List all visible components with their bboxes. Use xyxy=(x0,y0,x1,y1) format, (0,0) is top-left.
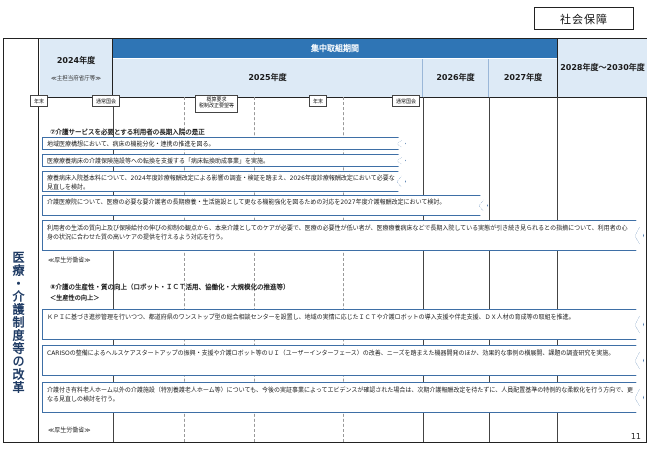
page-number: 11 xyxy=(630,432,641,441)
section-7-item: 地域医療構想において、病床の機能分化・連携の推進を図る。 xyxy=(42,137,406,150)
section-7-item: 療養病床入院基本料について、2024年度診療報酬改定による影響の調査・検証を踏ま… xyxy=(42,171,406,192)
column-divider xyxy=(184,97,185,442)
milestone-budget-line2: 税制改正要望等 xyxy=(199,103,235,109)
section-7-item: 医療療養病床の介護保険施設等への転換を支援する「病床転換助成事業」を実施。 xyxy=(42,154,406,167)
section-8-item: CARISOの整備によるヘルスケアスタートアップの振興・支援や介護ロボット等のＵ… xyxy=(42,345,644,376)
column-divider xyxy=(254,97,255,442)
column-divider xyxy=(489,97,490,442)
column-divider xyxy=(423,97,424,442)
header-2024-year: 2024年度 xyxy=(56,55,96,65)
column-divider xyxy=(113,97,114,442)
side-title: 医療・介護制度等の改革 xyxy=(11,251,25,394)
section-7-title: ⑦介護サービスを必要とする利用者の長期入院の是正 xyxy=(50,128,205,136)
roadmap-table: 医療・介護制度等の改革 2024年度 ≪主担当府省庁等≫ 集中取組期間 2025… xyxy=(3,38,647,443)
category-badge: 社会保障 xyxy=(534,7,634,30)
section-7-item: 利用者の生活の質向上及び保険給付の伸びの抑制の観点から、本来介護としてのケアが必… xyxy=(42,220,644,251)
header-2026: 2026年度 xyxy=(423,59,489,97)
side-column: 医療・介護制度等の改革 xyxy=(4,39,39,442)
header-2028-2030: 2028年度～2030年度 xyxy=(557,39,647,97)
milestone-budget-request: 概算要求 税制改正要望等 xyxy=(195,95,239,113)
section-7-item: 介護医療院について、医療の必要な要介護者の長期療養・生活施設として更なる機能強化… xyxy=(42,195,488,216)
section-8-title: ⑧介護の生産性・質の向上（ロボット・ＩＣＴ活用、協働化・大規模化の推進等） xyxy=(50,283,290,291)
column-divider xyxy=(557,97,558,442)
section-7-source: ≪厚生労働省≫ xyxy=(48,257,91,264)
milestone-budget-line1: 概算要求 xyxy=(206,97,227,104)
header-2024: 2024年度 ≪主担当府省庁等≫ xyxy=(40,39,113,97)
header-focus-period: 集中取組期間 xyxy=(113,39,557,59)
milestone-diet-session: 通常国会 xyxy=(392,95,421,107)
milestone-year-end: 年末 xyxy=(309,95,328,107)
column-divider xyxy=(343,97,344,442)
header-2027: 2027年度 xyxy=(489,59,557,97)
header-2025: 2025年度 xyxy=(113,59,423,97)
milestone-year-end: 年末 xyxy=(30,95,49,107)
section-8-source: ≪厚生労働省≫ xyxy=(48,427,91,434)
milestone-diet-session: 通常国会 xyxy=(92,95,121,107)
header-2024-sub: ≪主担当府省庁等≫ xyxy=(50,75,102,82)
section-8-subtitle: ＜生産性の向上＞ xyxy=(50,295,100,302)
section-8-item: 介護付き有料老人ホーム以外の介護施設（特別養護老人ホーム等）についても、今後の実… xyxy=(42,382,644,413)
section-8-item: ＫＰＩに基づき進捗管理を行いつつ、都道府県のワンストップ型の総合相談センターを設… xyxy=(42,309,644,340)
